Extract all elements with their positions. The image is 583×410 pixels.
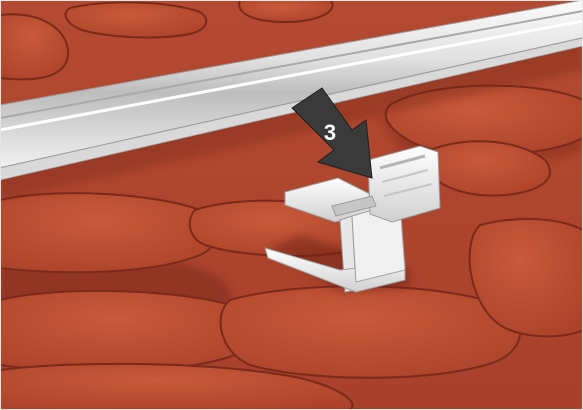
tile	[0, 291, 256, 372]
tile	[66, 2, 207, 37]
step-number: 3	[324, 120, 336, 145]
tile	[220, 286, 520, 377]
tile	[0, 193, 218, 272]
